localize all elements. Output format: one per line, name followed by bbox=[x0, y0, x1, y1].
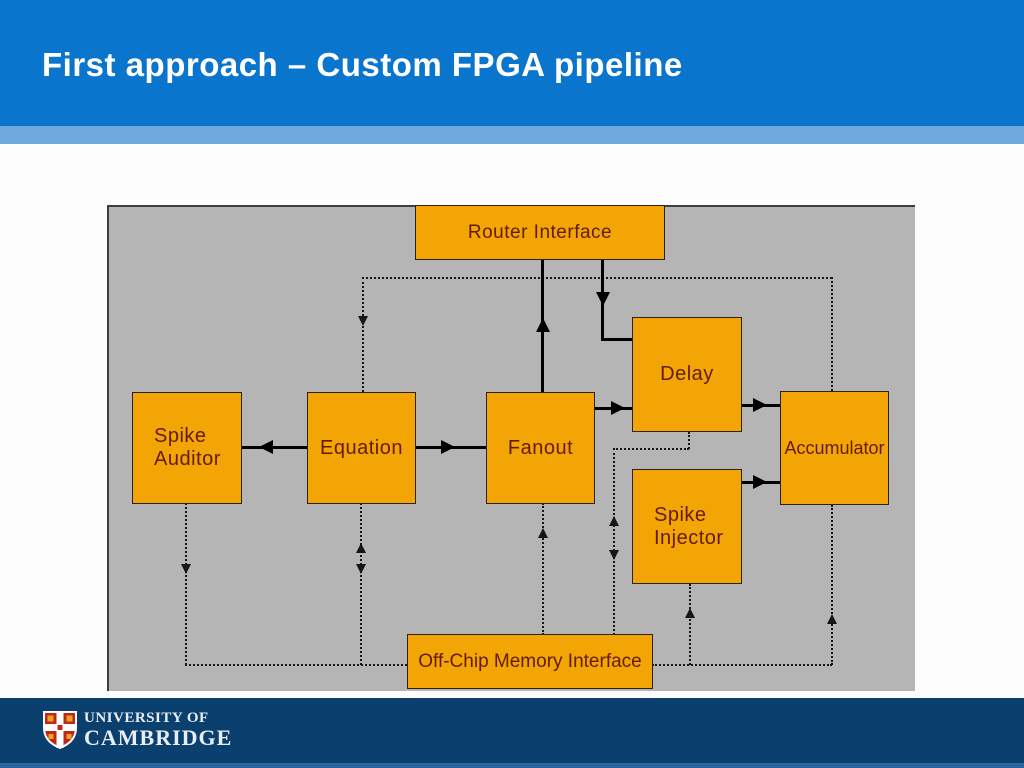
edge-equation-offchip bbox=[360, 503, 362, 665]
slide-title: First approach – Custom FPGA pipeline bbox=[42, 46, 683, 83]
edge-accumulator-to-equation-rise bbox=[831, 277, 833, 391]
arrowhead-up bbox=[609, 516, 619, 526]
node-label: Equation bbox=[320, 436, 403, 459]
node-label-line2: Injector bbox=[654, 526, 724, 549]
node-label: Router Interface bbox=[467, 222, 613, 243]
edge-offchip-to-spike-injector bbox=[689, 584, 691, 665]
node-fanout: Fanout bbox=[486, 392, 595, 504]
edge-delay-offchip-h bbox=[613, 448, 689, 450]
footer-accent-strip bbox=[0, 763, 1024, 768]
edge-accumulator-to-equation-drop bbox=[362, 277, 364, 392]
arrowhead-down bbox=[609, 550, 619, 560]
footer-bar bbox=[0, 698, 1024, 768]
arrowhead-right bbox=[753, 475, 767, 489]
edge-offchip-to-accumulator-h bbox=[652, 664, 832, 666]
arrowhead-up bbox=[538, 528, 548, 538]
arrowhead-up bbox=[827, 614, 837, 624]
node-delay: Delay bbox=[632, 317, 742, 432]
arrowhead-right bbox=[441, 440, 455, 454]
arrowhead-up bbox=[356, 543, 366, 553]
node-label: Accumulator bbox=[784, 437, 885, 458]
edge-accumulator-to-equation-top bbox=[362, 277, 832, 279]
edge-delay-offchip-v1 bbox=[688, 432, 690, 449]
node-router-interface: Router Interface bbox=[415, 205, 665, 260]
arrowhead-right bbox=[753, 398, 767, 412]
node-spike-auditor: Spike Auditor bbox=[132, 392, 242, 504]
edge-router-to-delay-h bbox=[601, 338, 633, 341]
arrowhead-down bbox=[181, 564, 191, 574]
edge-equation-to-spike-auditor bbox=[241, 446, 307, 449]
arrowhead-up bbox=[536, 318, 550, 332]
node-spike-injector: Spike Injector bbox=[632, 469, 742, 584]
footer-cambridge: CAMBRIDGE bbox=[84, 725, 233, 750]
node-label: Off-Chip Memory Interface bbox=[418, 651, 642, 672]
cambridge-crest-icon bbox=[43, 711, 77, 750]
node-offchip-memory-interface: Off-Chip Memory Interface bbox=[407, 634, 653, 689]
node-label-line2: Auditor bbox=[154, 448, 221, 470]
edge-offchip-to-fanout bbox=[542, 503, 544, 635]
arrowhead-down bbox=[356, 564, 366, 574]
edge-spike-auditor-to-offchip-h bbox=[185, 664, 407, 666]
node-label: Delay bbox=[660, 363, 714, 385]
edge-delay-offchip-v2 bbox=[613, 448, 615, 635]
node-label-line1: Spike bbox=[154, 425, 207, 447]
node-equation: Equation bbox=[307, 392, 416, 504]
arrowhead-down bbox=[596, 292, 610, 306]
node-label-line1: Spike bbox=[654, 503, 707, 526]
edge-spike-auditor-to-offchip-v bbox=[185, 503, 187, 665]
node-label: Fanout bbox=[507, 436, 574, 459]
header-bar: First approach – Custom FPGA pipeline bbox=[0, 0, 1024, 126]
arrowhead-up bbox=[685, 608, 695, 618]
edge-offchip-to-accumulator-v bbox=[831, 505, 833, 665]
header-accent-strip bbox=[0, 126, 1024, 144]
arrowhead-right bbox=[611, 401, 625, 415]
footer-university-of: UNIVERSITY OF bbox=[84, 710, 209, 726]
arrowhead-down bbox=[358, 316, 368, 326]
arrowhead-left bbox=[259, 440, 273, 454]
node-accumulator: Accumulator bbox=[780, 391, 889, 505]
